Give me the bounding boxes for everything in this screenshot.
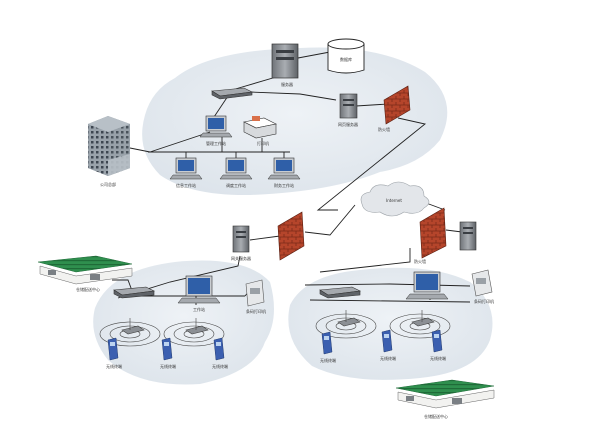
left-gateway-label: 网关服务器 [231, 255, 251, 261]
hq-web-server: 网页服务器 [338, 93, 358, 127]
right-firewall: 防火墙 [414, 207, 447, 264]
left-gateway-server: 网关服务器 [231, 225, 251, 261]
hq-office-link [129, 147, 151, 153]
link-left-firewall-to-gateway [249, 235, 281, 241]
hq-office-building: 公司总部 [88, 116, 130, 187]
right-site-bus-lower [309, 299, 471, 303]
server-label: 服务器 [281, 81, 293, 87]
hq-backbone-bus [149, 131, 211, 153]
right-site-workstation [405, 271, 449, 300]
hq-zone-background [142, 47, 448, 196]
terminal-label: 无线终端 [320, 357, 336, 363]
hq-workstation-right: 财务工作站 [267, 157, 301, 188]
hq-main-server: 服务器 [271, 43, 299, 87]
link-cloud-to-left-firewall [304, 204, 356, 236]
printer-top-label: 打印机 [257, 140, 269, 146]
hq-workstation-mid: 调度工作站 [219, 157, 253, 188]
terminal-label: 无线终端 [430, 355, 446, 361]
hq-database: 数据库 [327, 38, 365, 74]
server-icon [459, 221, 477, 251]
hq-firewall: 防火墙 [378, 85, 411, 132]
firewall-icon [277, 211, 305, 261]
left-site-switch [113, 286, 156, 299]
terminal-label: 无线终端 [106, 363, 122, 369]
right-site-switch [319, 286, 362, 299]
right-firewall-drop [319, 248, 411, 273]
handheld-terminal-icon [161, 337, 173, 361]
internet-cloud: Internet [360, 181, 430, 217]
handheld-terminal-icon [321, 331, 333, 355]
left-site-access-points [99, 318, 225, 347]
terminal-label: 无线终端 [212, 363, 228, 369]
database-icon [327, 44, 365, 74]
right-warehouse-label: 仓储配送中心 [424, 413, 448, 419]
hq-center-workstation: 管理工作站 [199, 115, 233, 146]
handheld-terminal-icon [213, 337, 225, 361]
database-label: 数据库 [340, 56, 352, 62]
right-firewall-label: 防火墙 [414, 258, 426, 264]
link-webserver-to-firewall [355, 103, 389, 107]
link-server-to-database [297, 51, 331, 59]
hq-building-label: 公司总部 [100, 181, 116, 187]
hq-switch [211, 87, 254, 100]
handheld-terminal: 无线终端 [430, 329, 446, 361]
firewall-icon [383, 85, 411, 125]
ws-mid-label: 调度工作站 [226, 182, 246, 188]
right-site-access-points [315, 310, 451, 339]
terminal-label: 无线终端 [380, 355, 396, 361]
warehouse-icon [395, 379, 495, 397]
right-site-terminals: 无线终端 无线终端 无线终端 [320, 329, 446, 363]
handheld-terminal-icon [431, 329, 443, 353]
left-warehouse: 仓储配送中心 [37, 255, 133, 292]
left-pc-label: 工作站 [193, 306, 205, 312]
server-icon [232, 225, 250, 253]
left-firewall [277, 211, 305, 261]
warehouse-icon [37, 255, 133, 273]
internet-label: Internet [386, 198, 402, 203]
link-switch-to-webserver [249, 91, 337, 101]
firewall-top-label: 防火墙 [378, 126, 390, 132]
hq-printer: 打印机 [243, 116, 277, 146]
ws-left-label: 信息工作站 [176, 182, 196, 188]
ws-right-label: 财务工作站 [274, 182, 294, 188]
left-printer-label: 条码打印机 [246, 308, 266, 314]
firewall-icon [419, 207, 447, 259]
left-site-terminals: 无线终端 无线终端 无线终端 [106, 337, 228, 369]
handheld-terminal-icon [381, 329, 393, 353]
handheld-terminal: 无线终端 [106, 337, 122, 369]
right-printer-label: 条码打印机 [474, 298, 494, 304]
server-icon [271, 43, 299, 79]
link-hq-firewall-to-wan [316, 117, 427, 211]
terminal-label: 无线终端 [160, 363, 176, 369]
web-server-label: 网页服务器 [338, 121, 358, 127]
right-site-printer: 条码打印机 [471, 269, 494, 304]
ws-center-label: 管理工作站 [206, 140, 226, 146]
left-site-workstation: 工作站 [177, 275, 221, 312]
handheld-terminal: 无线终端 [160, 337, 176, 369]
right-warehouse: 仓储配送中心 [395, 379, 495, 419]
handheld-terminal: 无线终端 [212, 337, 228, 369]
right-server [459, 221, 477, 251]
hq-workstation-left: 信息工作站 [169, 157, 203, 188]
handheld-terminal: 无线终端 [380, 329, 396, 361]
left-warehouse-label: 仓储配送中心 [76, 286, 100, 292]
cloud-icon [360, 181, 430, 217]
link-right-firewall-to-server [445, 229, 463, 233]
handheld-terminal: 无线终端 [320, 331, 336, 363]
left-site-printer: 条码打印机 [245, 279, 266, 314]
handheld-terminal-icon [107, 337, 119, 361]
right-site-bus [304, 283, 471, 287]
